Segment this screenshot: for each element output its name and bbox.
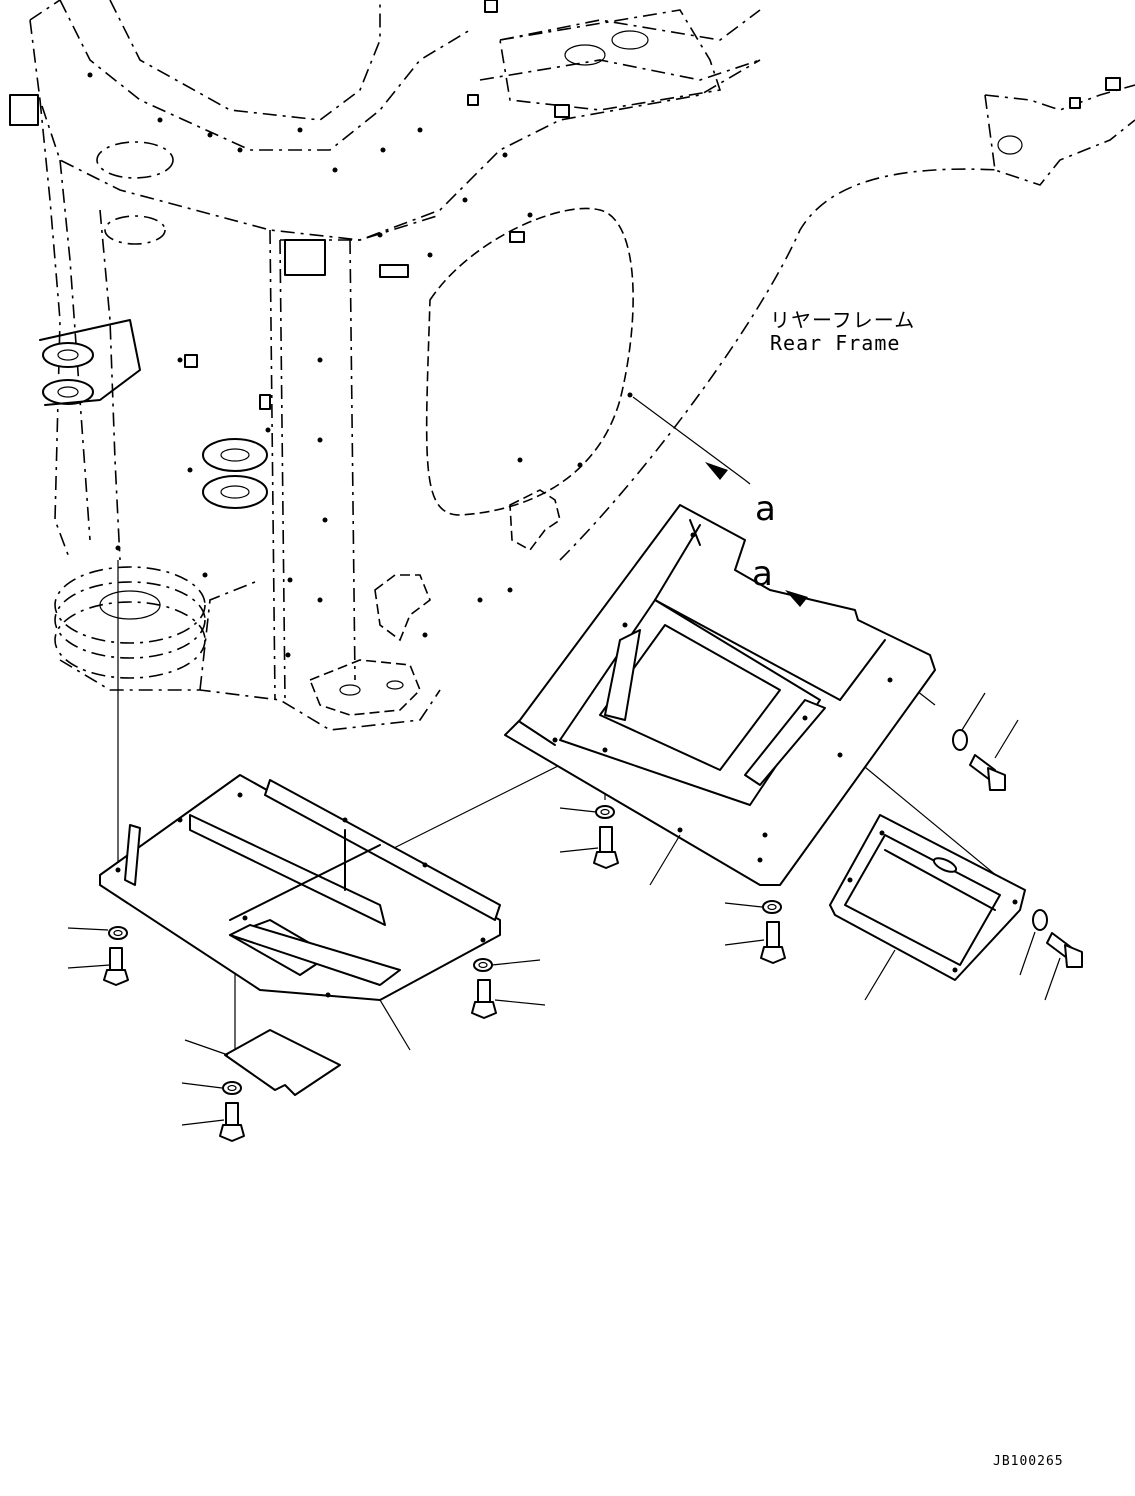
- fasteners: [103, 729, 1083, 1142]
- rear-frame-outline: [9, 0, 1135, 731]
- under-cover-left: [99, 774, 501, 1001]
- connector-arrow-1: [705, 462, 751, 485]
- rear-frame-label-jp: リヤーフレーム: [770, 308, 915, 332]
- drawing-code: JB100265: [993, 1454, 1064, 1469]
- connector-arrow-2: [785, 590, 808, 607]
- under-cover-right: [829, 814, 1026, 981]
- connector-label-a-1: a: [755, 489, 776, 529]
- callout-leaders: [67, 692, 1061, 1126]
- inspection-plate: [224, 1029, 341, 1096]
- under-cover-center: [504, 504, 936, 886]
- rear-frame-label-en: Rear Frame: [770, 331, 900, 355]
- connector-label-a-2: a: [752, 554, 773, 594]
